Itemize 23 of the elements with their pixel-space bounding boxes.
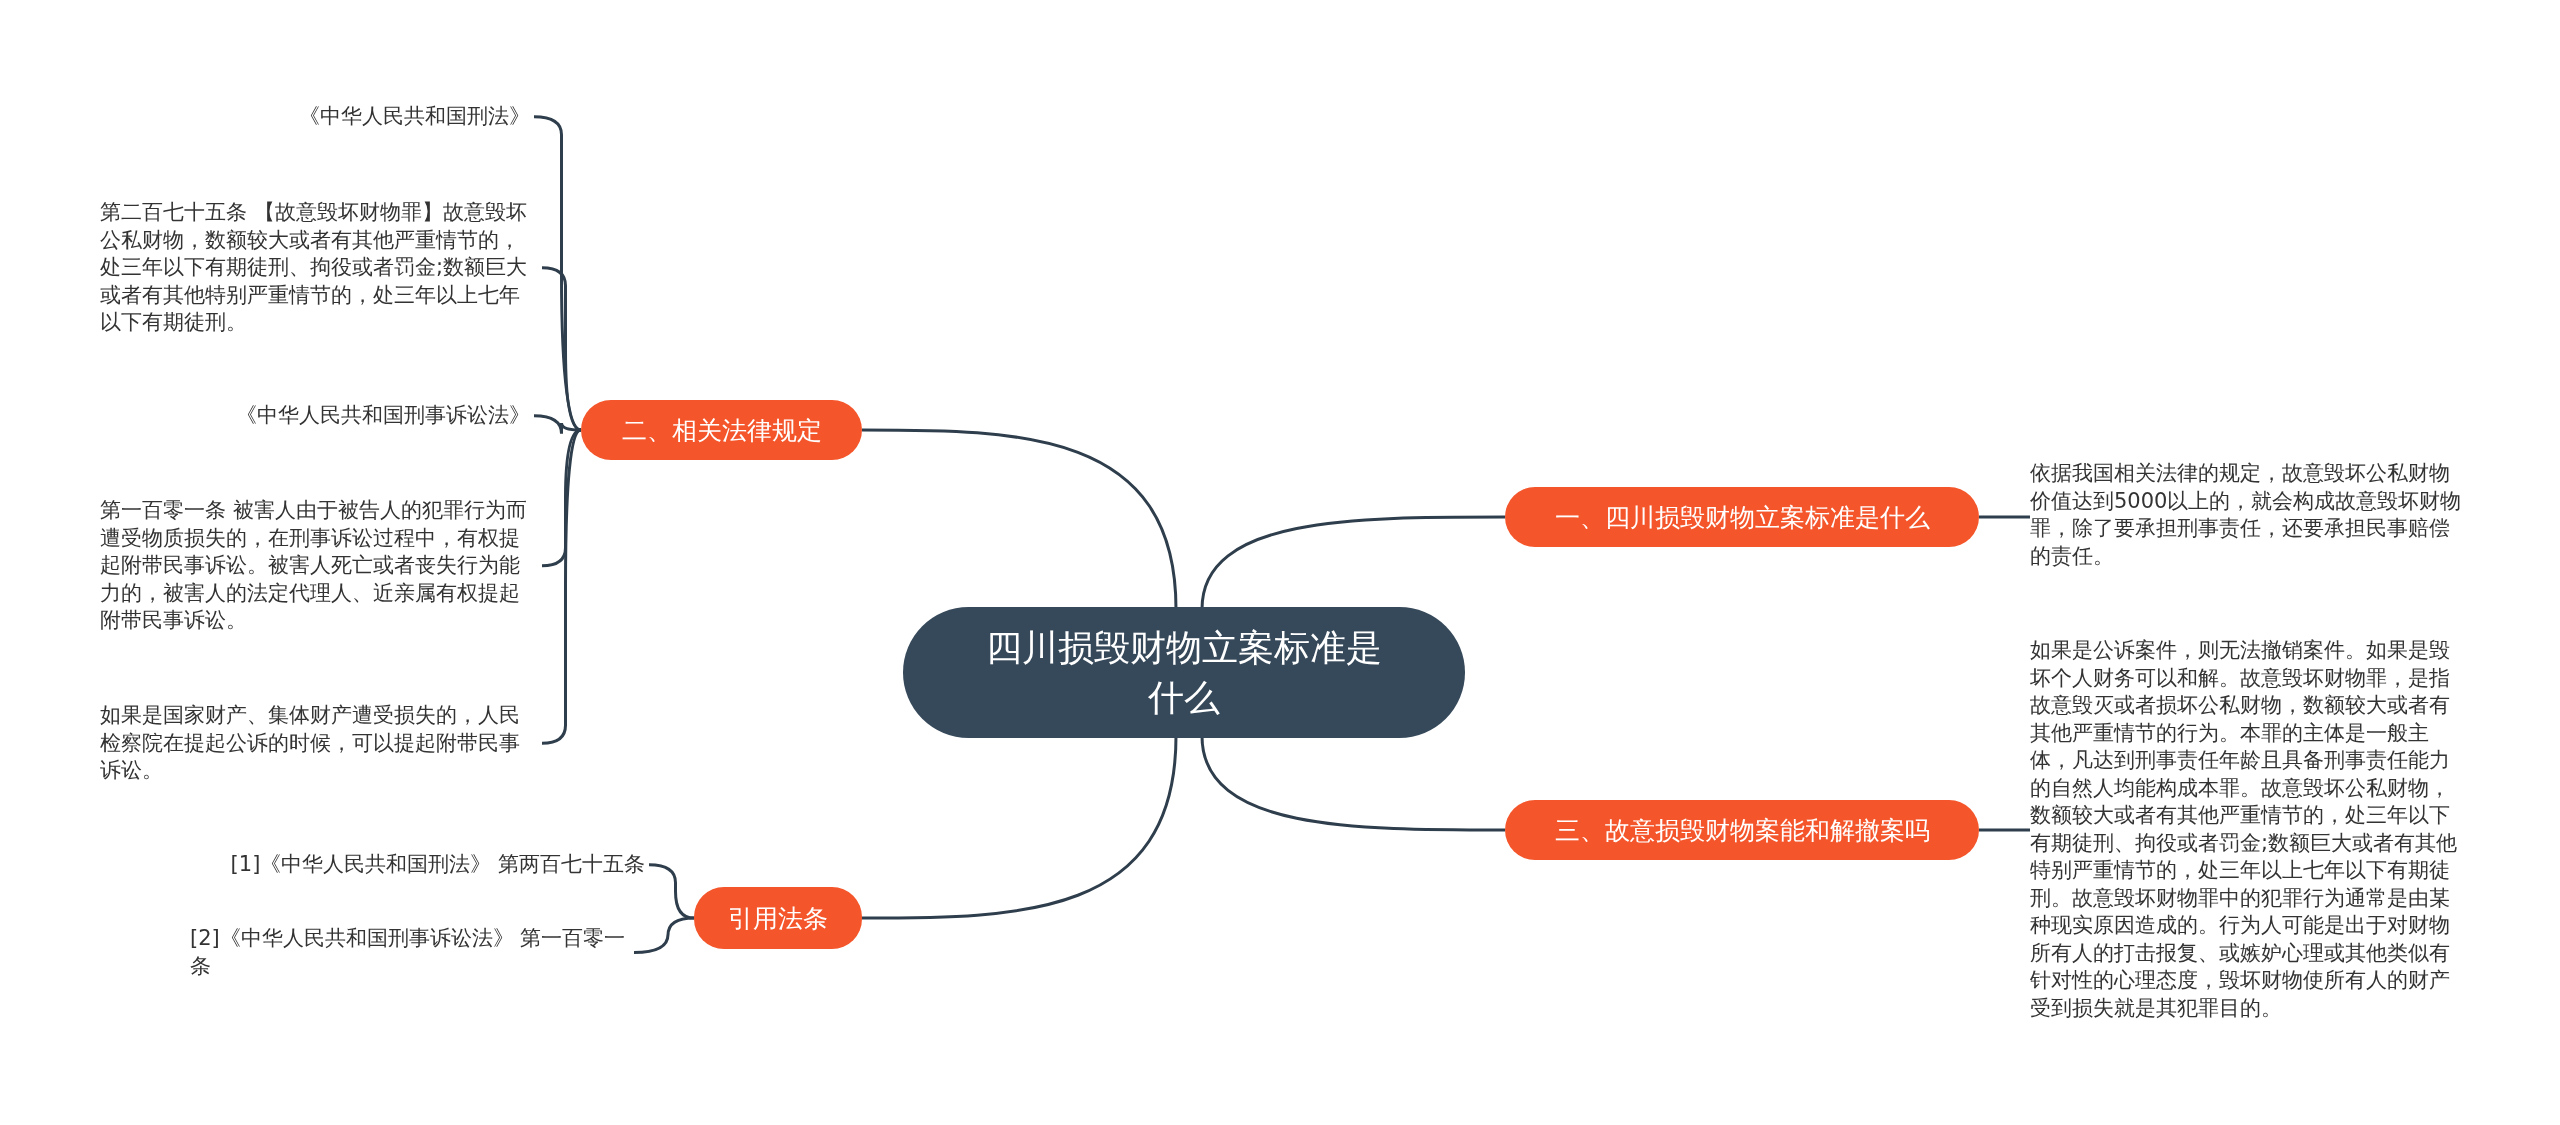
connector-line	[633, 916, 695, 954]
note-text: [2]《中华人民共和国刑事诉讼法》 第一百零一条	[190, 925, 630, 980]
connector-line	[648, 863, 695, 920]
note-text: 《中华人民共和国刑法》	[100, 103, 530, 131]
connector-line	[1979, 515, 2030, 519]
topic-pill: 三、故意损毁财物案能和解撤案吗	[1505, 800, 1979, 860]
connector-line	[541, 428, 582, 745]
note-text: 第一百零一条 被害人由于被告人的犯罪行为而遭受物质损失的，在刑事诉讼过程中，有权提起附带民事诉讼。被害人死亡或者丧失行为能力的，被害人的法定代理人、近亲属有权提起附带民事诉讼。	[100, 497, 538, 635]
topic-pill: 二、相关法律规定	[581, 400, 862, 460]
connector-line	[1200, 735, 1505, 832]
central-topic: 四川损毁财物立案标准是什么	[903, 607, 1465, 738]
connector-line	[1200, 515, 1505, 610]
note-text: 如果是国家财产、集体财产遭受损失的，人民检察院在提起公诉的时候，可以提起附带民事诉讼。	[100, 702, 538, 785]
topic-pill: 一、四川损毁财物立案标准是什么	[1505, 487, 1979, 547]
connector-line	[1979, 828, 2030, 832]
topic-pill: 引用法条	[694, 887, 862, 949]
connector-line	[862, 428, 1178, 610]
note-text: 第二百七十五条 【故意毁坏财物罪】故意毁坏公私财物，数额较大或者有其他严重情节的，处三年以下有期徒刑、拘役或者罚金;数额巨大或者有其他特别严重情节的，处三年以上七年以下有期徒刑。	[100, 199, 538, 337]
connector-line	[862, 735, 1178, 920]
note-text: 如果是公诉案件，则无法撤销案件。如果是毁坏个人财务可以和解。故意毁坏财物罪，是指故意毁灭或者损坏公私财物，数额较大或者有其他严重情节的行为。本罪的主体是一般主体，凡达到刑事责任年龄且具备刑事责任能力的自然人均能构成本罪。故意毁坏公私财物，数额较大或者有其他严重情节的，处三年以下有期徒刑、拘役或者罚金;数额巨大或者有其他特别严重情节的，处三年以上七年以下有期徒刑。故意毁坏财物罪中的犯罪行为通常是由某种现实原因造成的。行为人可能是出于对财物所有人的打击报复、或嫉妒心理或其他类似有针对性的心理态度，毁坏财物使所有人的财产受到损失就是其犯罪目的。	[2030, 637, 2470, 1022]
note-text: [1]《中华人民共和国刑法》 第两百七十五条	[190, 851, 645, 879]
note-text: 依据我国相关法律的规定，故意毁坏公私财物价值达到5000以上的，就会构成故意毁坏财物罪，除了要承担刑事责任，还要承担民事赔偿的责任。	[2030, 460, 2470, 570]
note-text: 《中华人民共和国刑事诉讼法》	[100, 402, 530, 430]
